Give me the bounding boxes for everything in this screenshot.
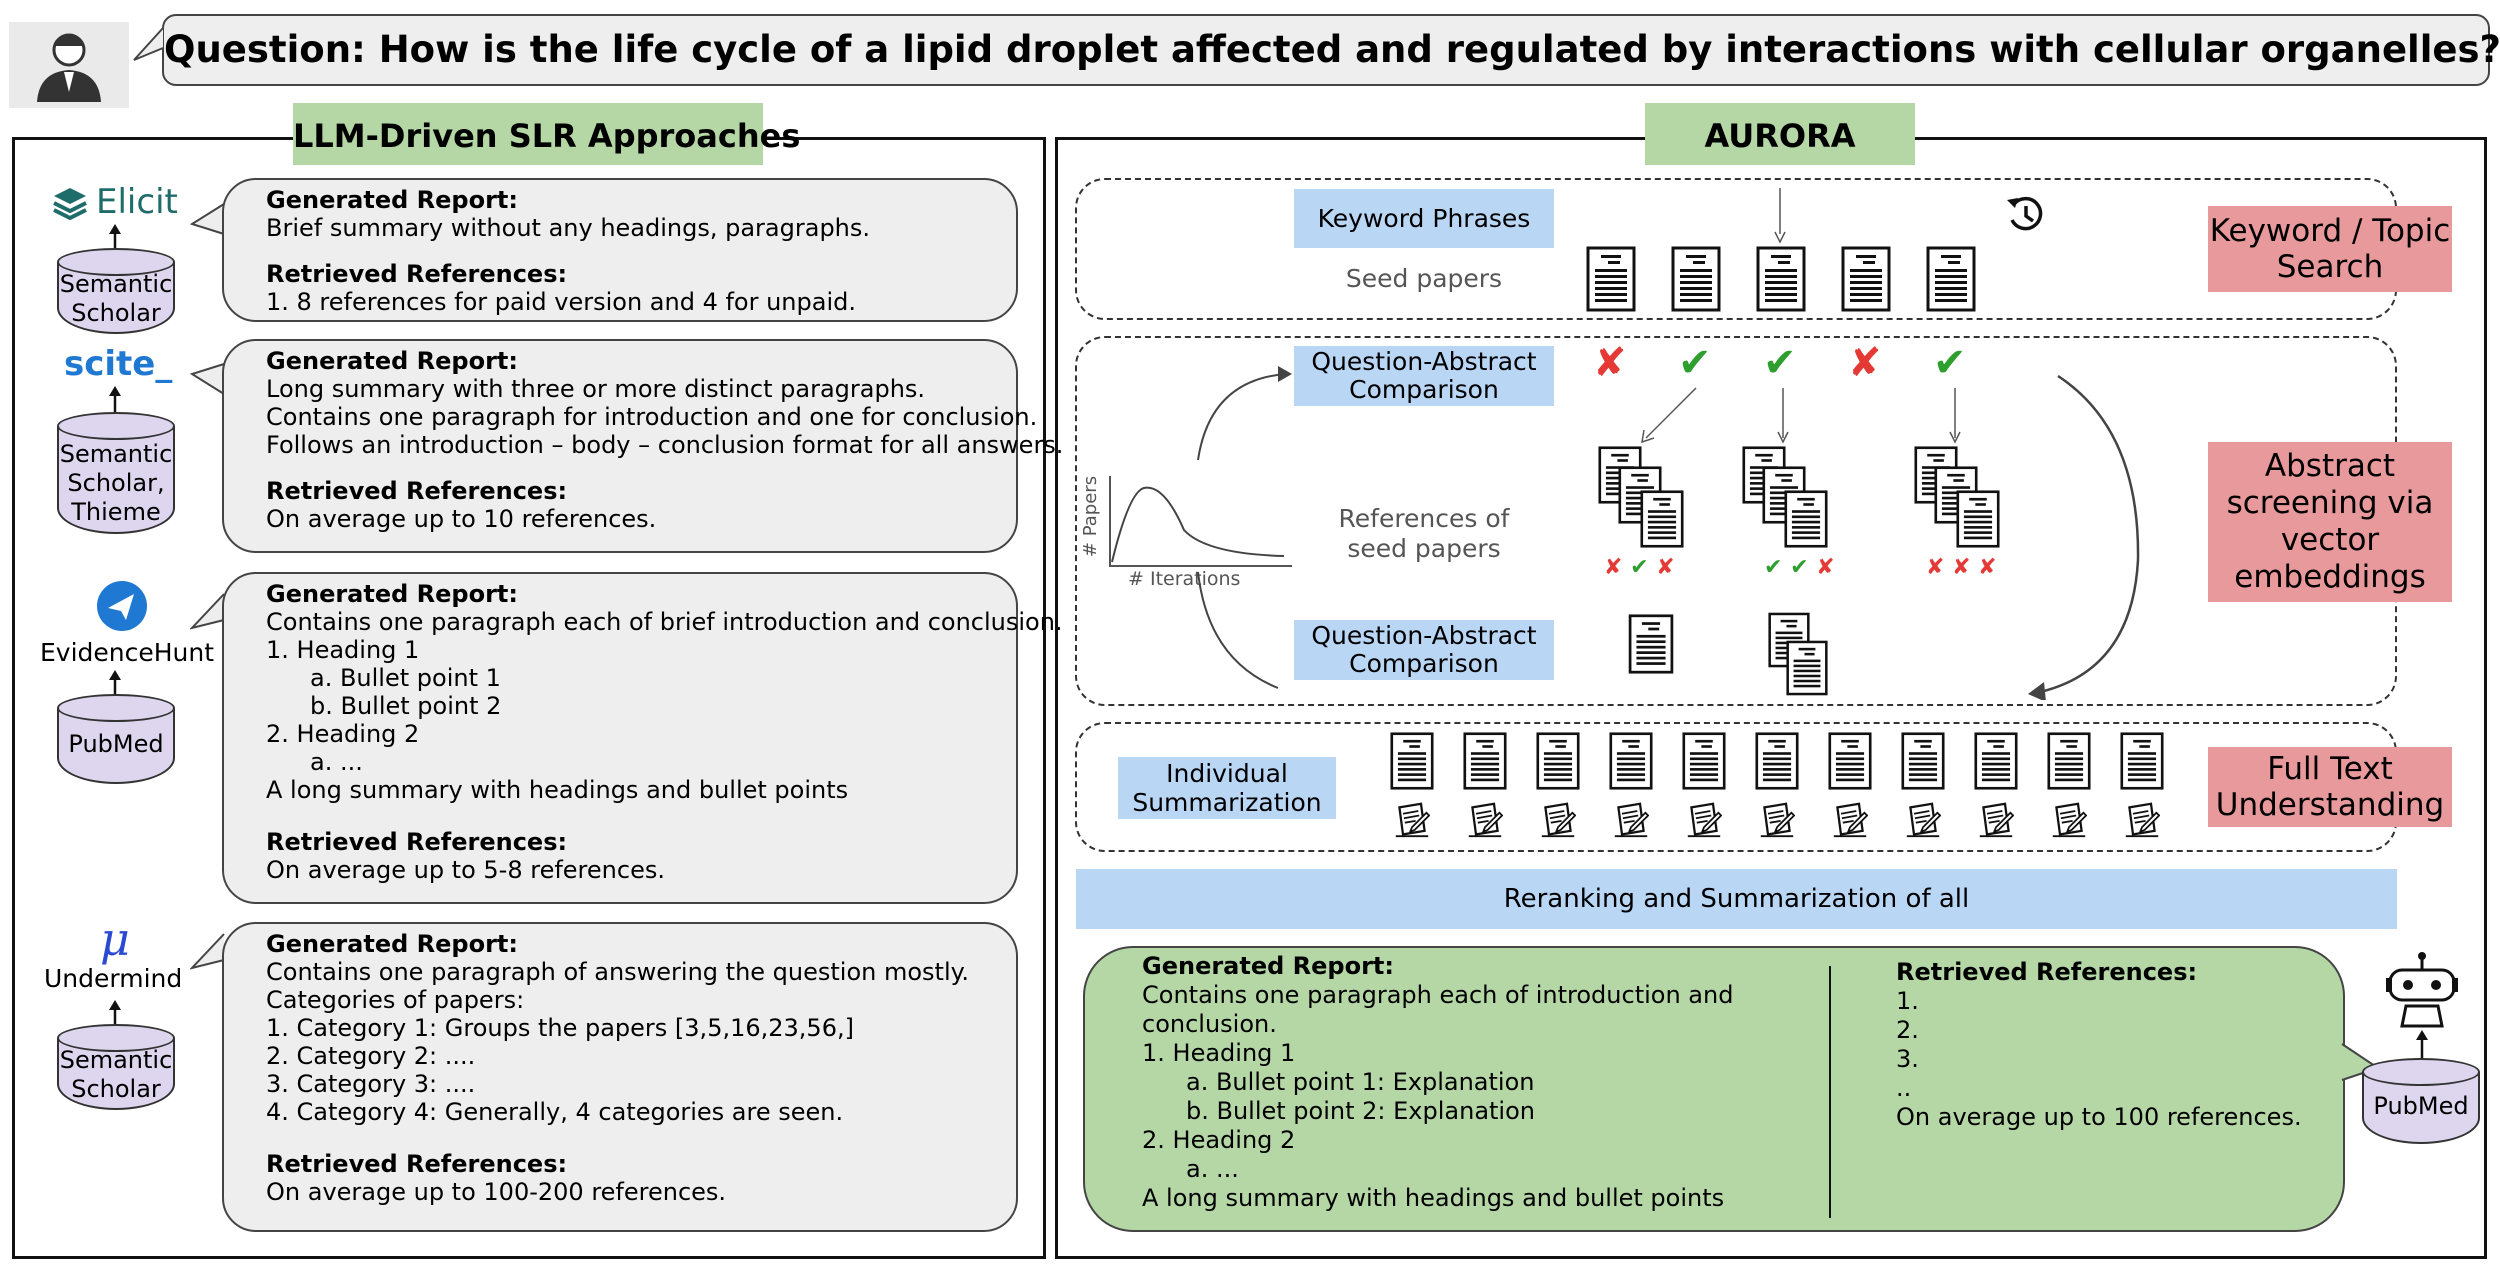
bubble-tail (190, 363, 225, 395)
elicit-logo: Elicit (52, 182, 178, 224)
paper-icon (1628, 614, 1674, 674)
papers-vs-iterations-plot: # Papers # Iterations (1080, 470, 1294, 590)
screening-marks: ✘ ✘ ✘ (1926, 555, 1997, 580)
paper-stack-icon (1598, 446, 1684, 548)
paper-icon (1390, 732, 1434, 790)
loop-arrows (1197, 366, 1292, 689)
source-database-pubmed: PubMed (2362, 1058, 2480, 1144)
paper-icon (1841, 246, 1891, 312)
paper-stack-icon (1768, 612, 1828, 696)
summary-note-icon (1686, 802, 1722, 838)
paper-icon (1974, 732, 2018, 790)
question-bubble-tail (133, 27, 164, 61)
right-panel-title: AURORA (1645, 103, 1915, 165)
summary-note-icon (1467, 802, 1503, 838)
keyword-phrases-box: Keyword Phrases (1294, 189, 1554, 248)
elicit-mark-icon (53, 188, 87, 221)
summary-note-icon (1394, 802, 1430, 838)
accept-mark-icon: ✔ (1678, 340, 1712, 386)
paper-icon (1828, 732, 1872, 790)
screening-marks: ✔ ✔ ✘ (1764, 555, 1835, 580)
summary-note-icon (1978, 802, 2014, 838)
seed-to-doc-arrow (1774, 188, 1786, 248)
summary-note-icon (1905, 802, 1941, 838)
summary-note-icon (1613, 802, 1649, 838)
elicit-report-bubble: Generated Report: Brief summary without … (222, 178, 1018, 322)
paper-icon (1682, 732, 1726, 790)
screening-marks: ✘ ✔ ✘ (1604, 555, 1675, 580)
bubble-tail (190, 593, 225, 630)
bubble-tail (190, 933, 225, 970)
paper-icon (1755, 732, 1799, 790)
return-arrow (2028, 374, 2140, 700)
summary-note-icon (2124, 802, 2160, 838)
paper-icon (1901, 732, 1945, 790)
paper-icon (1756, 246, 1806, 312)
paper-icon (1926, 246, 1976, 312)
evidencehunt-report-bubble: Generated Report: Contains one paragraph… (222, 572, 1063, 904)
stage-keyword-search (1075, 178, 2397, 320)
question-text: Question: How is the life cycle of a lip… (164, 28, 2500, 71)
report-divider (1829, 966, 1831, 1218)
paper-icon (1586, 246, 1636, 312)
summary-note-icon (1759, 802, 1795, 838)
undermind-report-bubble: Generated Report: Contains one paragraph… (222, 922, 1018, 1232)
paper-icon (1671, 246, 1721, 312)
paper-icon (1536, 732, 1580, 790)
paper-stack-icon (1742, 446, 1828, 548)
reject-mark-icon: ✘ (1593, 340, 1627, 386)
paper-plane-icon (97, 581, 147, 631)
summary-note-icon (2051, 802, 2087, 838)
scite-logo: scite_ (64, 344, 173, 384)
paper-stack-icon (1914, 446, 2000, 548)
stage-label-keyword-search: Keyword / Topic Search (2208, 206, 2452, 292)
question-bubble: Question: How is the life cycle of a lip… (162, 14, 2500, 86)
left-panel-title: LLM-Driven SLR Approaches (293, 103, 800, 165)
user-avatar-icon (9, 22, 129, 108)
seed-papers-label: Seed papers (1345, 264, 1503, 293)
source-database-pubmed: PubMed (57, 694, 175, 784)
robot-icon (2386, 950, 2458, 1034)
accept-mark-icon: ✔ (1763, 340, 1797, 386)
full-text-papers-row (1390, 732, 2190, 852)
paper-icon (2047, 732, 2091, 790)
summary-note-icon (1540, 802, 1576, 838)
paper-icon (1609, 732, 1653, 790)
undermind-mark-icon: μ (100, 912, 130, 966)
reranking-summarization-bar: Reranking and Summarization of all (1076, 869, 2397, 929)
stack-arrows (1641, 387, 1961, 444)
paper-icon (1463, 732, 1507, 790)
paper-icon (2120, 732, 2164, 790)
scite-report-bubble: Generated Report: Long summary with thre… (222, 339, 1063, 553)
history-icon (2004, 194, 2046, 240)
reject-mark-icon: ✘ (1848, 340, 1882, 386)
bubble-tail (190, 203, 225, 235)
aurora-report-bubble (1083, 946, 2345, 1232)
summary-note-icon (1832, 802, 1868, 838)
accept-mark-icon: ✔ (1933, 340, 1967, 386)
